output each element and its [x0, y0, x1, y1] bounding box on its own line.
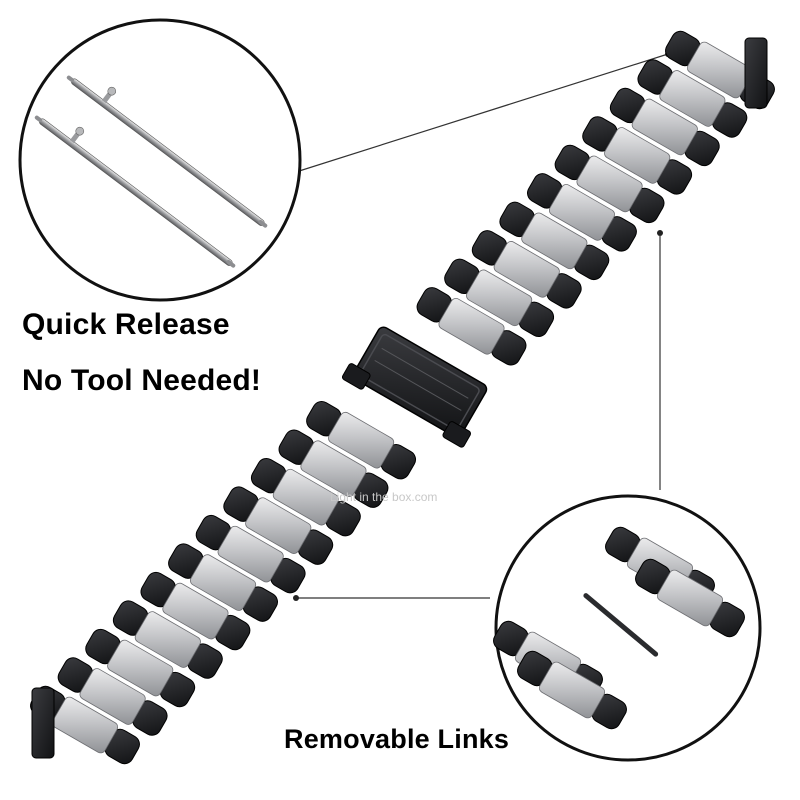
detail-link: [517, 650, 627, 730]
band-link: [444, 258, 555, 338]
spring-bar-1: [66, 75, 268, 228]
band-link: [57, 657, 168, 736]
band-link: [499, 201, 610, 281]
no-tool-needed-caption: No Tool Needed!: [22, 364, 262, 397]
detail-link-upper: [605, 526, 745, 638]
band-link: [250, 457, 361, 537]
watch-band: [30, 30, 775, 765]
callout-line-top: [295, 53, 669, 173]
band-link: [527, 173, 637, 252]
band-link: [85, 628, 196, 708]
band-link: [306, 401, 417, 480]
band-link: [278, 429, 389, 508]
band-link: [416, 287, 527, 366]
detail-link: [635, 558, 745, 638]
callout-lines: [295, 53, 669, 599]
deployment-clasp: [341, 326, 488, 448]
band-link: [195, 514, 306, 594]
quick-release-caption: Quick Release: [22, 308, 230, 341]
band-link: [140, 571, 251, 651]
detail-link-lower: [493, 620, 627, 730]
band-link: [168, 543, 278, 622]
band-end-bottom: [31, 687, 55, 759]
band-link: [112, 600, 223, 679]
band-link: [471, 230, 582, 309]
band-link: [637, 59, 748, 138]
band-link: [609, 87, 720, 167]
removable-links-caption: Removable Links: [284, 724, 510, 754]
watermark: Light in the box.com: [330, 490, 438, 504]
removable-links-detail-circle: [493, 494, 762, 762]
band-link: [582, 116, 693, 195]
band-end-top: [744, 37, 768, 109]
band-link: [223, 486, 334, 565]
spring-bar-2: [34, 115, 236, 268]
detail-pin: [583, 593, 659, 657]
spring-bar-detail-circle: [18, 18, 302, 302]
band-link: [554, 144, 665, 224]
